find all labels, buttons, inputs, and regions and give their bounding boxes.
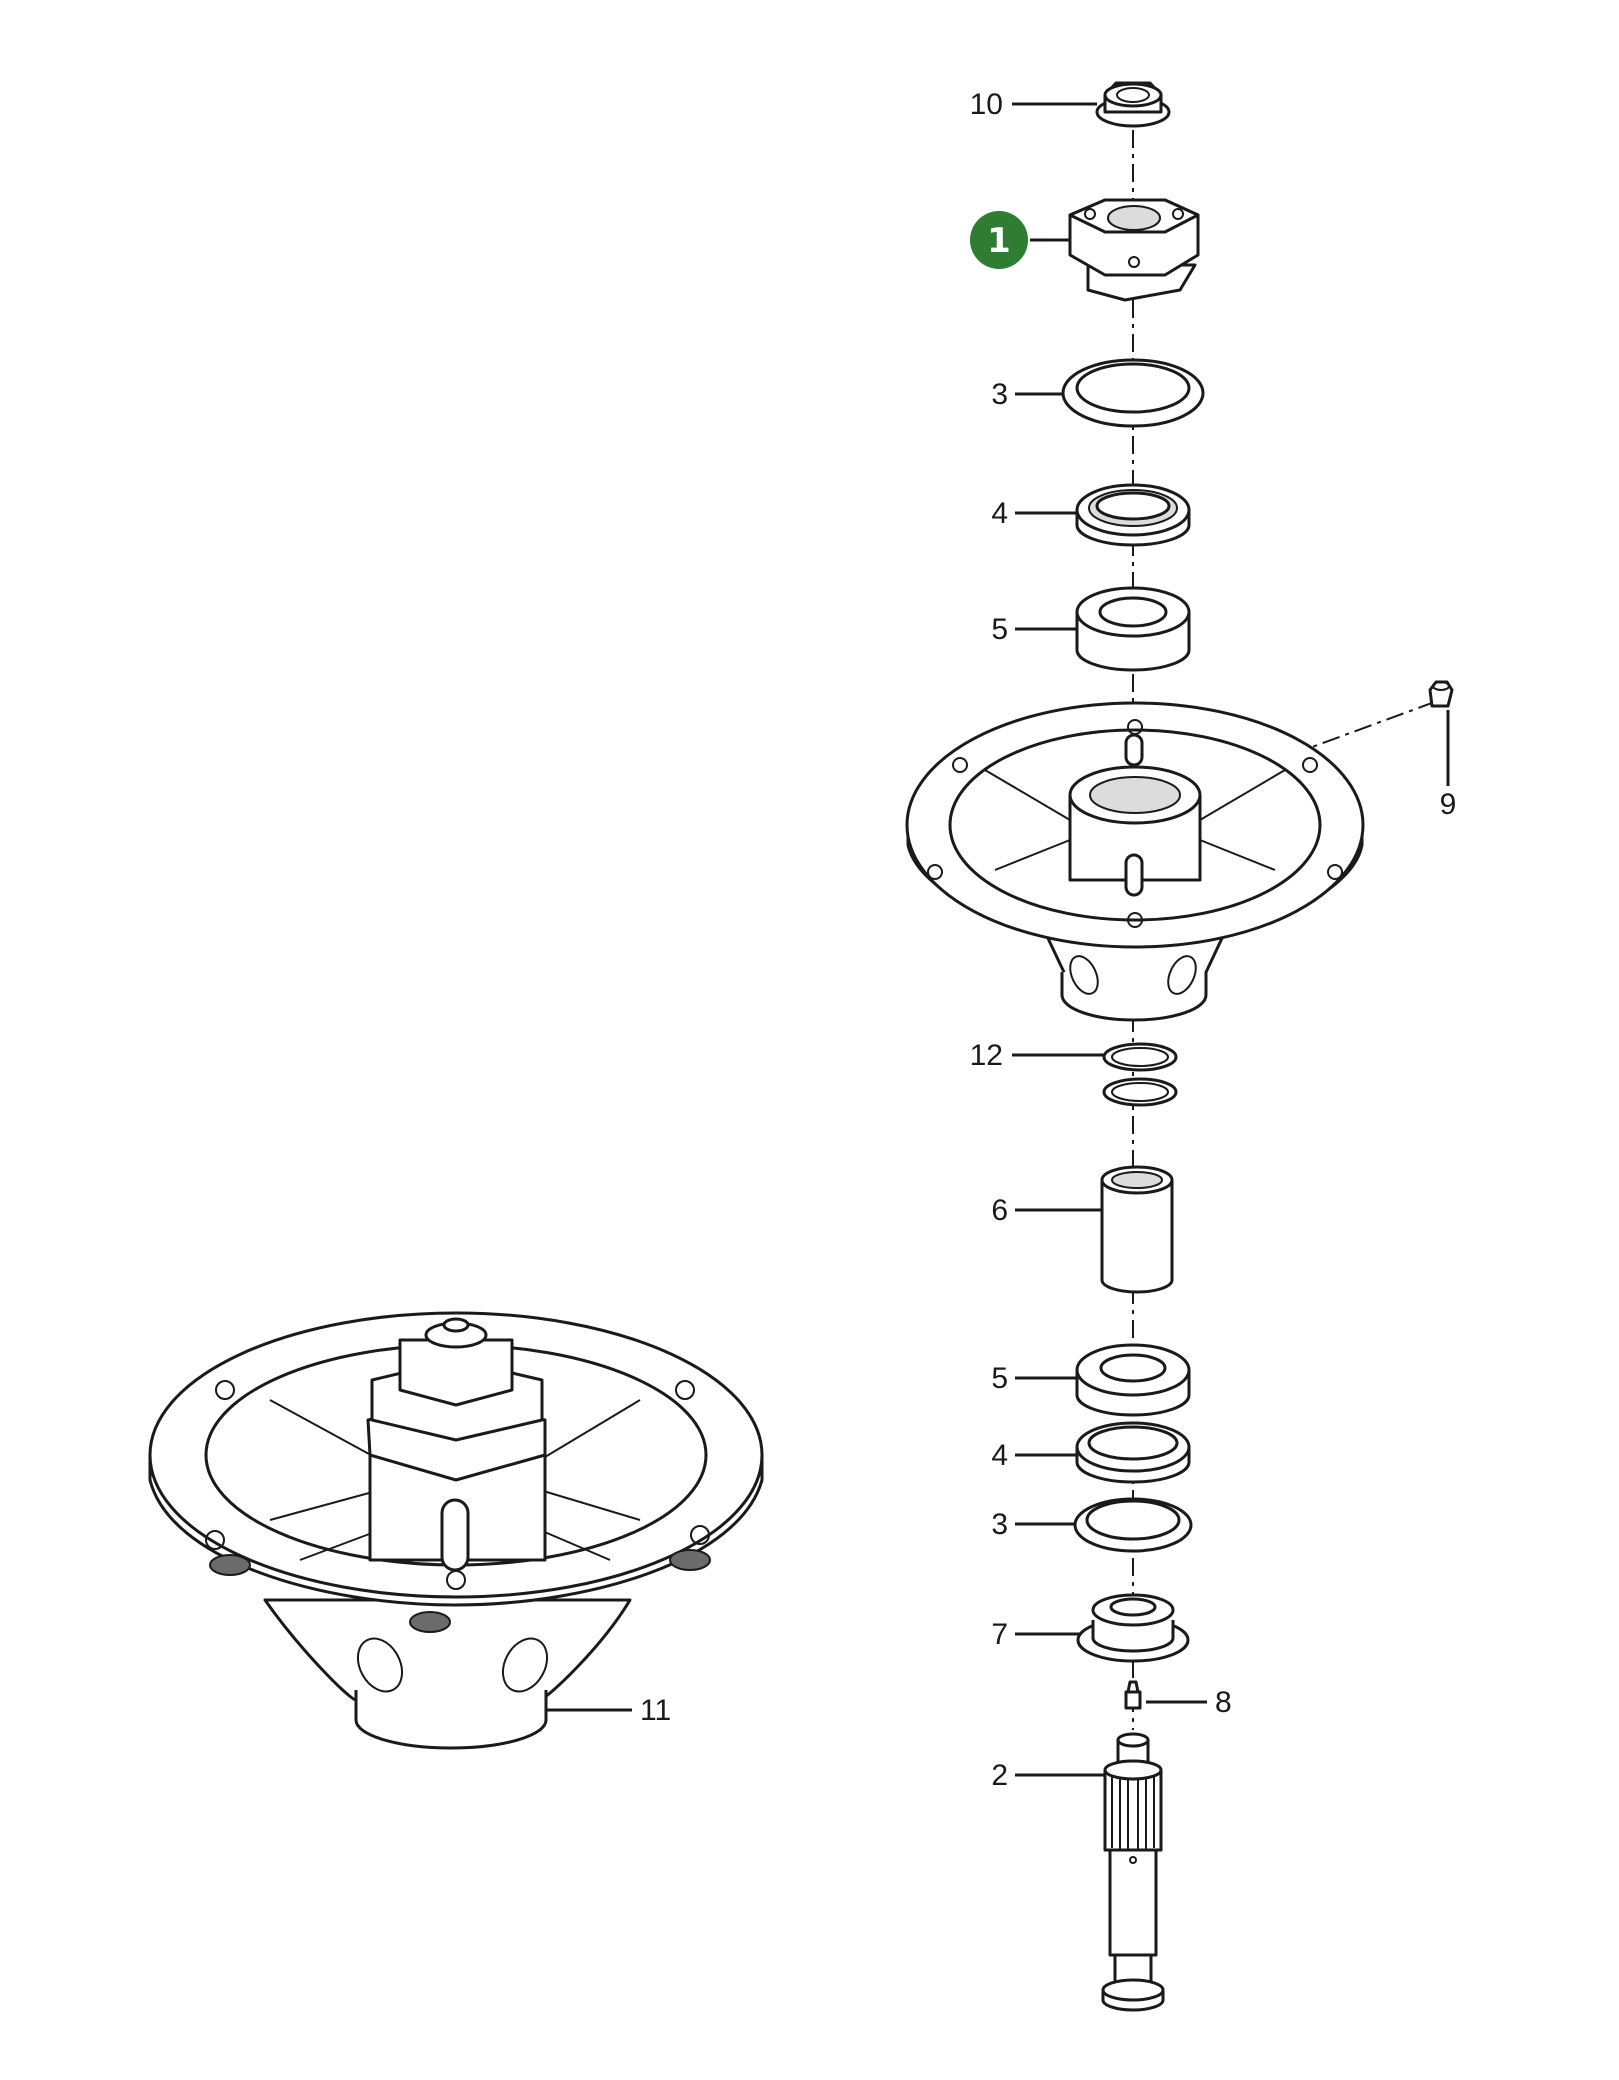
part-10-flange-nut[interactable] [1095,81,1171,128]
part-11-assembled-spindle[interactable] [148,1311,764,1750]
badge-number: 1 [987,221,1011,261]
spindle-housing-exploded[interactable] [905,701,1365,1022]
part-8-grease-fitting[interactable] [1124,1680,1142,1710]
callout-5-top: 5 [991,613,1008,646]
highlight-badge[interactable] [970,211,1028,269]
callout-12: 12 [970,1039,1003,1072]
part-7-seal-retainer[interactable] [1076,1593,1190,1663]
callout-3-top: 3 [991,378,1008,411]
part-9-grease-fitting[interactable] [1428,680,1454,708]
callout-3-bottom: 3 [991,1508,1008,1541]
part-3-washer-bottom[interactable] [1073,1497,1193,1553]
part-3-washer-top[interactable] [1061,358,1205,428]
callout-8: 8 [1215,1686,1232,1719]
callout-6: 6 [991,1194,1008,1227]
part-6-spacer-tube[interactable] [1100,1165,1174,1294]
callout-11: 11 [640,1694,671,1727]
callout-4-bottom: 4 [991,1439,1008,1472]
part-4-seal-top[interactable] [1075,483,1191,547]
part-2-spindle-shaft[interactable] [1101,1732,1165,2012]
callout-2: 2 [991,1759,1008,1792]
part-5-bearing-top[interactable] [1075,586,1191,672]
callout-7: 7 [991,1618,1008,1651]
part-5-bearing-bottom[interactable] [1075,1343,1191,1417]
callout-5-bottom: 5 [991,1362,1008,1395]
callout-10: 10 [970,88,1003,121]
part-1-splined-hub[interactable] [1068,198,1200,302]
part-4-seal-bottom[interactable] [1075,1421,1191,1484]
part-12-o-rings[interactable] [1102,1042,1178,1107]
callout-4-top: 4 [991,497,1008,530]
callout-9: 9 [1440,788,1457,821]
